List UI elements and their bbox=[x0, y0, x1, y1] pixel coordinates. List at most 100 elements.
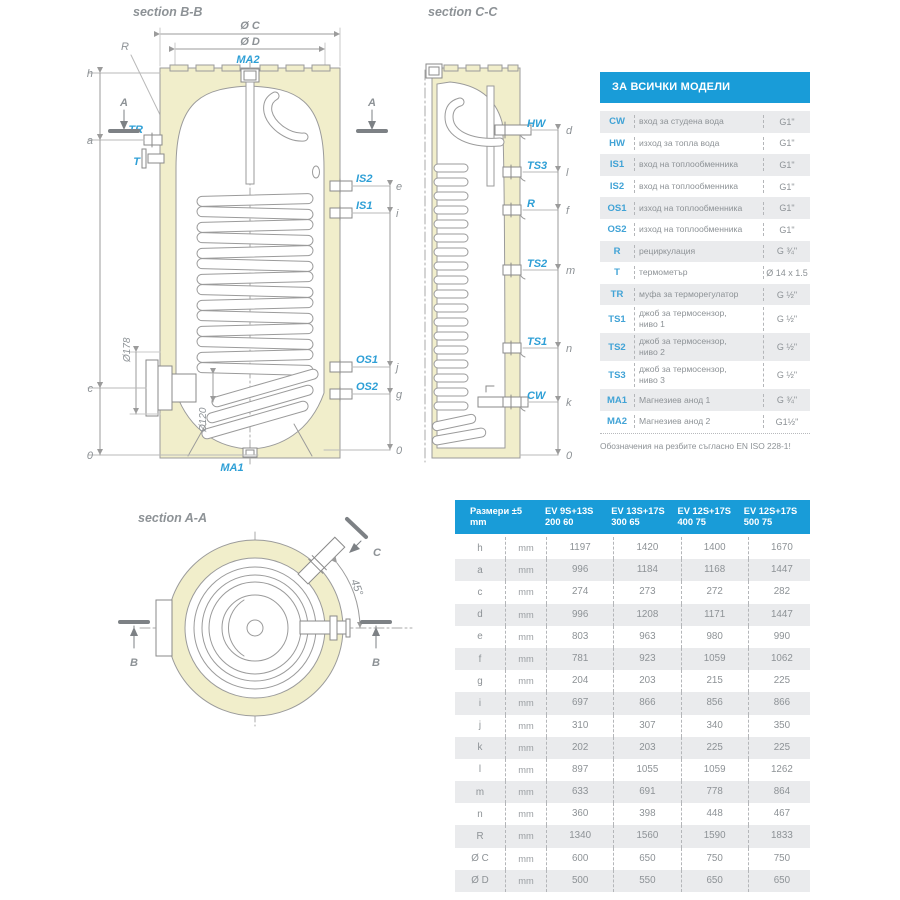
connection-row: HW изход за топла вода G1" bbox=[600, 133, 810, 155]
dimension-value: 650 bbox=[747, 869, 815, 892]
dim-k-label: k bbox=[566, 397, 572, 409]
dimension-value: 203 bbox=[613, 670, 680, 693]
dimension-letter: Ø D bbox=[471, 875, 489, 887]
dimension-unit: mm bbox=[505, 581, 546, 604]
hw-label: HW bbox=[527, 118, 547, 130]
dimension-letter: c bbox=[477, 586, 483, 598]
dimension-letter: R bbox=[476, 831, 484, 843]
dim-a-label: a bbox=[87, 135, 93, 147]
model-header: EV 12S+17S 500 75 bbox=[744, 506, 810, 528]
dimension-value: 1340 bbox=[546, 825, 613, 848]
connection-description: муфа за терморегулатор bbox=[634, 288, 764, 302]
connection-code: MA1 bbox=[606, 394, 628, 406]
connection-description: вход на топлообменника bbox=[634, 158, 764, 172]
connections-table: ЗА ВСИЧКИ МОДЕЛИ CW вход за студена вода… bbox=[600, 72, 810, 451]
dimension-value: 1447 bbox=[747, 603, 815, 626]
dimension-unit: mm bbox=[505, 537, 546, 560]
angle-45-label: 45° bbox=[348, 578, 365, 598]
dimension-unit: mm bbox=[505, 803, 546, 826]
dimension-letter: l bbox=[478, 764, 482, 776]
section-cc-title: section C-C bbox=[428, 5, 498, 19]
connection-desc-line1: Магнезиев анод 2 bbox=[639, 416, 711, 427]
dimension-value: 1420 bbox=[613, 537, 680, 560]
dimension-letter: j bbox=[478, 720, 482, 732]
dim-zero-left-label: 0 bbox=[87, 450, 94, 462]
connection-thread-size: G1" bbox=[779, 138, 795, 149]
dimension-value: 1208 bbox=[613, 603, 680, 626]
dimension-unit: mm bbox=[505, 825, 546, 848]
dimension-letter: k bbox=[477, 742, 483, 754]
connection-code: CW bbox=[609, 116, 625, 128]
connection-code: R bbox=[613, 245, 621, 257]
dimension-unit: mm bbox=[505, 692, 546, 715]
dimensions-table-header: Размери ±5 mm EV 9S+13S 200 60 EV 13S+17… bbox=[455, 500, 810, 534]
ma2-label: MA2 bbox=[236, 54, 259, 66]
model-header: EV 9S+13S 200 60 bbox=[545, 506, 611, 528]
connection-thread-size: G1" bbox=[779, 203, 795, 214]
dimension-row: e mm 803 963 980 990 bbox=[455, 625, 810, 648]
model-name: EV 12S+17S bbox=[677, 506, 732, 516]
connection-row: MA2 Магнезиев анод 2 G1½" bbox=[600, 411, 810, 433]
model-volume: 300 65 bbox=[611, 517, 640, 527]
connection-desc-line1: вход за студена вода bbox=[639, 116, 724, 127]
dimension-value: 866 bbox=[747, 692, 815, 715]
ts1-label: TS1 bbox=[527, 336, 547, 348]
heat-exchanger-coil-bb bbox=[196, 193, 319, 440]
dia-178-label: Ø178 bbox=[122, 337, 133, 363]
r-label: R bbox=[527, 198, 535, 210]
ma1-label: MA1 bbox=[220, 462, 243, 474]
connection-thread-size: G1" bbox=[779, 116, 795, 127]
dimension-value: 1670 bbox=[747, 537, 815, 560]
dimension-unit: mm bbox=[505, 670, 546, 693]
connection-desc-line2: ниво 2 bbox=[639, 347, 665, 358]
connection-description: изход на топлообменника bbox=[634, 223, 764, 237]
dimension-value: 996 bbox=[546, 603, 613, 626]
dimension-row: i mm 697 866 856 866 bbox=[455, 692, 810, 715]
connection-thread-size: G ½" bbox=[776, 314, 798, 325]
dimension-value: 980 bbox=[680, 625, 748, 648]
connection-row: TS2 джоб за термосензор, ниво 2 G ½" bbox=[600, 333, 810, 362]
section-aa-title: section A-A bbox=[138, 511, 207, 525]
os1-label: OS1 bbox=[356, 354, 378, 366]
dimension-value: 650 bbox=[680, 869, 748, 892]
connection-desc-line1: джоб за термосензор, bbox=[639, 336, 727, 347]
dimension-value: 550 bbox=[613, 869, 680, 892]
dimension-row: j mm 310 307 340 350 bbox=[455, 714, 810, 737]
dimension-value: 923 bbox=[613, 647, 680, 671]
dimension-value: 1062 bbox=[747, 647, 815, 671]
dimension-row: d mm 996 1208 1171 1447 bbox=[455, 603, 810, 626]
connection-code: HW bbox=[609, 137, 625, 149]
connection-description: джоб за термосензор, ниво 1 bbox=[634, 307, 764, 332]
connection-thread-size: G ½" bbox=[776, 342, 798, 353]
model-volume: 400 75 bbox=[677, 517, 706, 527]
model-header: EV 12S+17S 400 75 bbox=[678, 506, 744, 528]
dimension-row: c mm 274 273 272 282 bbox=[455, 581, 810, 604]
section-cc-drawing: section C-C bbox=[424, 5, 575, 463]
connection-row: IS2 вход на топлообменника G1" bbox=[600, 176, 810, 198]
dimension-letter: i bbox=[478, 697, 482, 709]
dimension-letter: f bbox=[478, 653, 482, 665]
dimension-value: 215 bbox=[680, 670, 748, 693]
dim-l-label: l bbox=[566, 167, 569, 179]
dimension-value: 963 bbox=[613, 625, 680, 648]
connection-desc-line1: термометър bbox=[639, 267, 688, 278]
connection-code: IS2 bbox=[609, 181, 625, 193]
connection-code: OS2 bbox=[607, 224, 627, 236]
dimension-value: 225 bbox=[747, 736, 815, 759]
dimension-value: 750 bbox=[680, 847, 748, 870]
dimension-letter: a bbox=[477, 564, 483, 576]
dimension-row: a mm 996 1184 1168 1447 bbox=[455, 559, 810, 582]
cut-a-left-label: A bbox=[119, 97, 128, 109]
dim-zero-cc-label: 0 bbox=[566, 450, 573, 462]
dimension-unit: mm bbox=[505, 603, 546, 626]
dimension-letter: m bbox=[475, 786, 485, 798]
dim-i-label: i bbox=[396, 208, 399, 220]
dimension-unit: mm bbox=[505, 559, 546, 582]
dimension-value: 310 bbox=[546, 714, 613, 737]
dimension-value: 272 bbox=[680, 581, 748, 604]
cut-c-label: C bbox=[373, 547, 382, 559]
dim-e-label: e bbox=[396, 181, 402, 193]
connection-description: джоб за термосензор, ниво 2 bbox=[634, 335, 764, 360]
dimension-value: 864 bbox=[747, 781, 815, 804]
model-name: EV 12S+17S bbox=[743, 506, 798, 516]
